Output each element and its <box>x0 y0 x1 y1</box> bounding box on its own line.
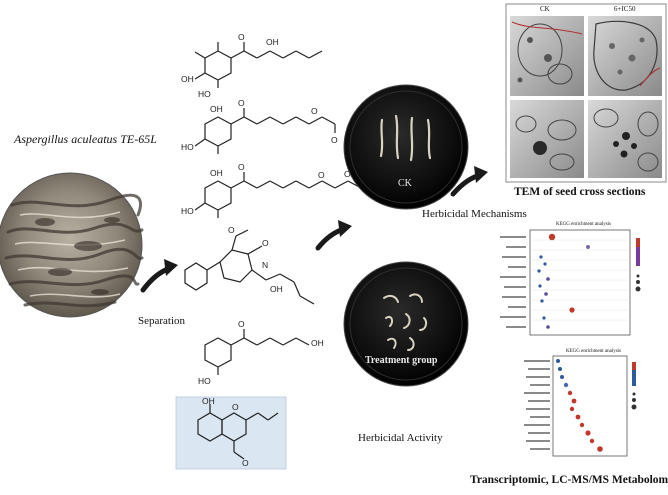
svg-text:O: O <box>238 98 245 108</box>
plot-bottom-title: KEGG enrichment analysis <box>566 349 621 354</box>
svg-text:O: O <box>228 225 235 235</box>
svg-text:O: O <box>242 458 249 468</box>
svg-text:O: O <box>232 402 239 412</box>
plate-treatment-label: Treatment group <box>365 355 438 366</box>
tem-panel-ck-bottom <box>510 100 584 178</box>
tem-caption: TEM of seed cross sections <box>514 186 646 198</box>
arrow-to-bioassay <box>315 220 352 251</box>
svg-text:HO: HO <box>181 206 194 216</box>
svg-text:OH: OH <box>210 168 223 178</box>
svg-text:OH: OH <box>270 284 283 294</box>
compound-1-structure: O OH OH HO <box>181 32 323 99</box>
plot-top-legend <box>635 238 641 292</box>
tem-panel-treated-label: 6+IC50 <box>614 5 636 13</box>
svg-text:O: O <box>238 319 245 329</box>
svg-text:O: O <box>331 135 338 145</box>
separation-label: Separation <box>138 315 186 327</box>
tem-panel-treated-top <box>588 16 662 96</box>
svg-text:N: N <box>262 260 268 270</box>
svg-text:O: O <box>262 238 269 248</box>
tem-panel-ck-top <box>510 16 584 96</box>
arrow-separation <box>140 259 178 293</box>
compound-6-highlighted: OH O O <box>175 396 287 470</box>
svg-text:O: O <box>344 169 351 179</box>
herbicidal-activity-label: Herbicidal Activity <box>358 432 443 444</box>
svg-text:HO: HO <box>198 376 211 386</box>
compound-3-structure: O OH O O HO <box>181 162 362 218</box>
svg-text:O: O <box>238 162 245 172</box>
compound-4-structure: O O N OH <box>184 225 315 305</box>
omics-dot-plot-top <box>500 229 641 336</box>
tem-image-grid <box>505 3 667 183</box>
svg-text:OH: OH <box>181 74 194 84</box>
fungal-culture-image <box>0 172 144 318</box>
svg-text:O: O <box>318 170 325 180</box>
svg-text:OH: OH <box>202 396 215 406</box>
petri-dish-control <box>343 84 469 210</box>
tem-panel-treated-bottom <box>588 100 662 178</box>
compound-structures: O OH OH HO O OH <box>181 32 362 386</box>
plot-bottom-legend <box>631 362 637 410</box>
compound-5-structure: O OH HO <box>198 319 324 386</box>
herbicidal-mechanisms-label: Herbicidal Mechanisms <box>422 208 527 220</box>
omics-dot-plot-bottom <box>524 355 637 457</box>
tem-panel-ck-label: CK <box>540 5 550 13</box>
plate-control-label: CK <box>398 178 412 189</box>
organism-label: Aspergillus aculeatus TE-65L <box>14 132 157 146</box>
plot-top-title: KEGG enrichment analysis <box>556 222 611 227</box>
svg-text:O: O <box>238 32 245 42</box>
svg-text:OH: OH <box>210 104 223 114</box>
omics-caption: Transcriptomic, LC-MS/MS Metabolomic <box>470 474 668 486</box>
svg-text:OH: OH <box>266 37 279 47</box>
svg-text:HO: HO <box>181 142 194 152</box>
arrow-to-mechanisms <box>450 166 488 197</box>
svg-text:OH: OH <box>311 338 324 348</box>
compound-2-structure: O OH O O HO <box>181 98 338 154</box>
petri-dish-treatment <box>343 261 469 387</box>
svg-text:O: O <box>311 106 318 116</box>
svg-text:HO: HO <box>198 89 211 99</box>
